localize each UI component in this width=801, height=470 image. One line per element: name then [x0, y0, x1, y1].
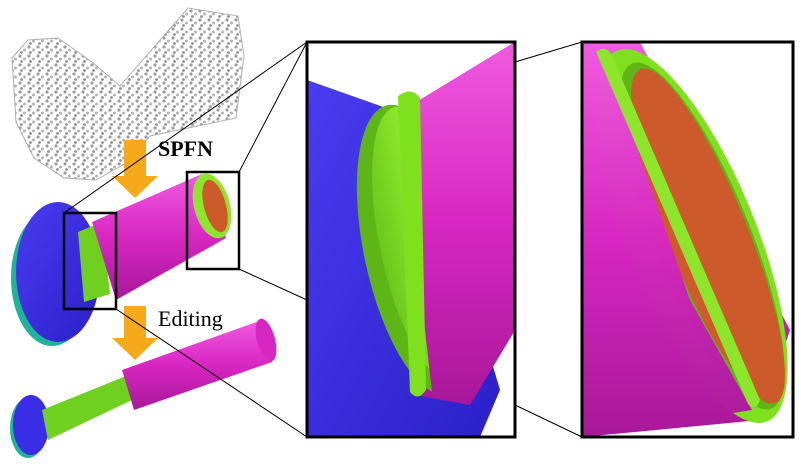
zoom-right — [580, 40, 795, 439]
zoom-left-frame — [305, 40, 517, 439]
editing-arrow — [112, 306, 158, 360]
cylinder-inner-segment — [202, 179, 228, 233]
edited-cylinder — [42, 376, 132, 440]
zoom-connectors — [63, 41, 583, 438]
zoom-right-cone-front — [582, 42, 752, 437]
zoom-right-frame — [580, 40, 795, 439]
zoom-box-right — [185, 170, 241, 271]
zoom-thin-ring — [398, 91, 426, 397]
edited-cone — [122, 320, 272, 410]
spfn-label: SPFN — [158, 136, 213, 161]
spfn-segmentation — [11, 170, 241, 346]
edited-plane — [13, 395, 49, 455]
editing-label: Editing — [158, 306, 223, 331]
spfn-arrow — [112, 140, 158, 198]
zoom-right-ring-edge — [596, 48, 760, 408]
edited-cone-cap — [255, 318, 277, 362]
zoom-right-inner — [631, 68, 785, 404]
zoom-cone-front — [400, 42, 515, 405]
zoom-left — [305, 40, 517, 439]
cone-segment — [92, 174, 226, 300]
edited-shape — [10, 318, 277, 458]
zoom-box-left — [62, 211, 118, 311]
input-point-cloud — [11, 7, 245, 181]
